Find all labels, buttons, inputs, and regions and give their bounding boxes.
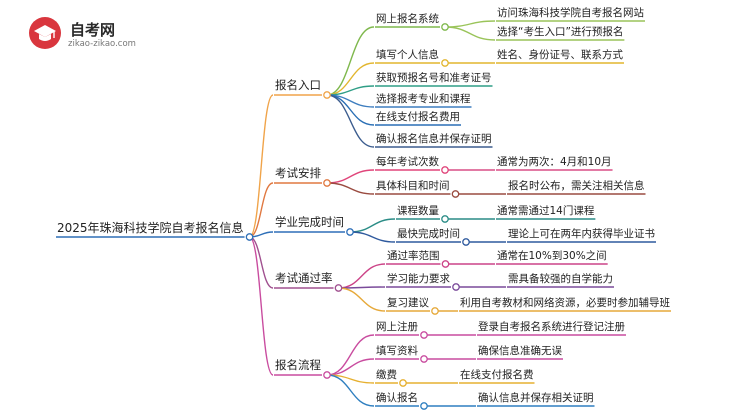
branch-pass-rate: 考试通过率 <box>275 271 333 285</box>
node-learning-ability: 学习能力要求 <box>387 273 450 285</box>
node-dot-b2-0 <box>441 215 449 223</box>
connector-b2-0 <box>349 218 396 233</box>
branch-registration-process: 报名流程 <box>275 358 321 372</box>
node-dot-b2 <box>346 228 354 236</box>
node-confirm-save: 确认报名信息并保存证明 <box>376 133 492 145</box>
node-fill-info: 填写个人信息 <box>376 49 439 61</box>
leaf-self-study: 需具备较强的自学能力 <box>508 273 613 285</box>
leaf-pay-fee: 在线支付报名费 <box>460 369 534 381</box>
node-dot-b1 <box>323 179 331 187</box>
leaf-personal-fields: 姓名、身份证号、联系方式 <box>497 49 623 61</box>
node-dot-b4-0 <box>420 331 428 339</box>
node-pay-online: 在线支付报名费用 <box>376 111 460 123</box>
node-exams-per-year: 每年考试次数 <box>376 156 439 168</box>
node-dot-root <box>245 233 254 241</box>
connector-b2-1 <box>349 231 396 243</box>
logo-url: zikao-zikao.com <box>68 39 136 49</box>
node-choose-major: 选择报考专业和课程 <box>376 93 471 105</box>
node-dot-b4-2 <box>399 379 407 387</box>
connector-b0-5 <box>326 94 375 148</box>
node-get-numbers: 获取预报名号和准考证号 <box>376 72 492 84</box>
node-dot-b3-0 <box>441 260 450 268</box>
node-dot-b1-0 <box>441 166 449 174</box>
leaf-10-30-percent: 通常在10%到30%之间 <box>497 250 607 262</box>
connector-b3 <box>249 236 274 289</box>
node-course-count: 课程数量 <box>397 205 439 217</box>
node-dot-b4-3 <box>420 402 428 410</box>
node-dot-b4 <box>323 371 331 379</box>
branch-registration-entry: 报名入口 <box>275 78 321 92</box>
node-fill-documents: 填写资料 <box>376 345 418 357</box>
node-dot-b1-1 <box>451 190 460 198</box>
node-dot-b0 <box>323 91 331 99</box>
node-dot-b0-0 <box>441 23 449 31</box>
logo-title: 自考网 <box>70 21 116 39</box>
node-dot-b2-1 <box>462 238 470 246</box>
branch-exam-schedule: 考试安排 <box>275 166 321 180</box>
node-fastest-time: 最快完成时间 <box>397 228 460 240</box>
leaf-use-materials: 利用自考教材和网络资源，必要时参加辅导班 <box>460 297 670 309</box>
connector-b1-1 <box>326 182 375 195</box>
connector-b1 <box>249 182 274 238</box>
leaf-accurate-info: 确保信息准确无误 <box>478 345 562 357</box>
branch-completion-time: 学业完成时间 <box>275 215 344 229</box>
connector-b4-3 <box>326 374 375 407</box>
connector-b3-0 <box>338 263 386 289</box>
connector-b0-0-1 <box>444 26 496 41</box>
site-logo[interactable]: 自考网 zikao-zikao.com <box>28 16 168 56</box>
connector-b0 <box>248 94 274 238</box>
leaf-14-courses: 通常需通过14门课程 <box>497 205 595 217</box>
leaf-twice-yearly: 通常为两次：4月和10月 <box>497 156 612 168</box>
connector-b0-0 <box>326 26 375 96</box>
connector-b4-1 <box>326 358 375 376</box>
node-pass-range: 通过率范围 <box>387 250 440 262</box>
root-topic: 2025年珠海科技学院自考报名信息 <box>57 221 244 235</box>
node-dot-b4-1 <box>420 355 428 363</box>
node-dot-b3-2 <box>431 307 439 315</box>
node-online-register: 网上注册 <box>376 321 418 333</box>
connector-b3-2 <box>338 287 386 312</box>
node-review-advice: 复习建议 <box>387 297 429 309</box>
node-dot-b0-1 <box>441 59 449 67</box>
graduation-cap-icon <box>29 17 61 49</box>
node-dot-b3 <box>334 284 343 292</box>
node-payment: 缴费 <box>376 369 397 381</box>
connector-b1-0 <box>326 169 375 184</box>
connector-b0-0-0 <box>444 20 496 28</box>
node-dot-b3-1 <box>452 283 460 291</box>
leaf-visit-website: 访问珠海科技学院自考报名网站 <box>497 7 644 19</box>
node-confirm-registration: 确认报名 <box>376 392 418 404</box>
node-subjects-time: 具体科目和时间 <box>376 180 450 192</box>
leaf-login-register: 登录自考报名系统进行登记注册 <box>478 321 625 333</box>
leaf-select-entry: 选择“考生入口”进行预报名 <box>497 26 624 38</box>
connector-b4-0 <box>326 334 375 376</box>
leaf-two-years: 理论上可在两年内获得毕业证书 <box>508 228 655 240</box>
leaf-announced: 报名时公布，需关注相关信息 <box>508 180 645 192</box>
node-online-system: 网上报名系统 <box>376 13 439 25</box>
leaf-save-proof: 确认信息并保存相关证明 <box>478 392 594 404</box>
connector-b4 <box>248 236 274 376</box>
